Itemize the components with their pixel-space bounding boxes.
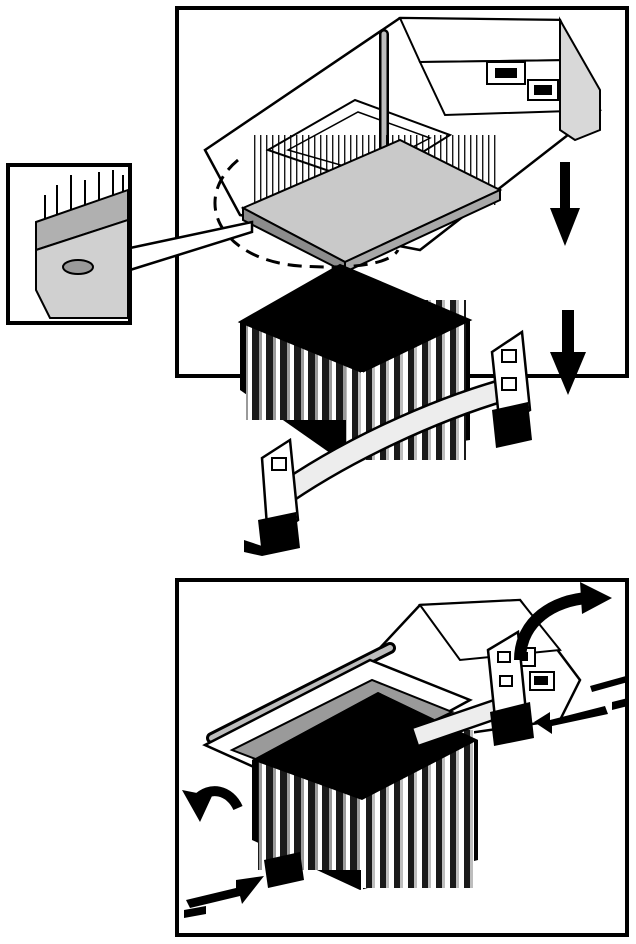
down-arrow-icon xyxy=(550,162,580,246)
inset-pins xyxy=(44,170,124,225)
oval-marker-icon xyxy=(62,259,94,275)
heatsink-icon xyxy=(237,263,473,460)
curved-arrow-icon xyxy=(182,786,243,822)
lever-icon xyxy=(206,642,396,744)
clip-icon xyxy=(244,329,532,556)
push-arrow-icon xyxy=(534,676,628,734)
curved-arrow-icon xyxy=(514,582,612,661)
push-arrow-icon xyxy=(184,876,264,918)
highlight-dashed-arc xyxy=(213,158,400,269)
down-arrow-icon xyxy=(550,310,586,395)
cpu-icon xyxy=(240,135,503,274)
bottom-panel xyxy=(175,578,629,937)
inset-detail xyxy=(6,163,132,325)
